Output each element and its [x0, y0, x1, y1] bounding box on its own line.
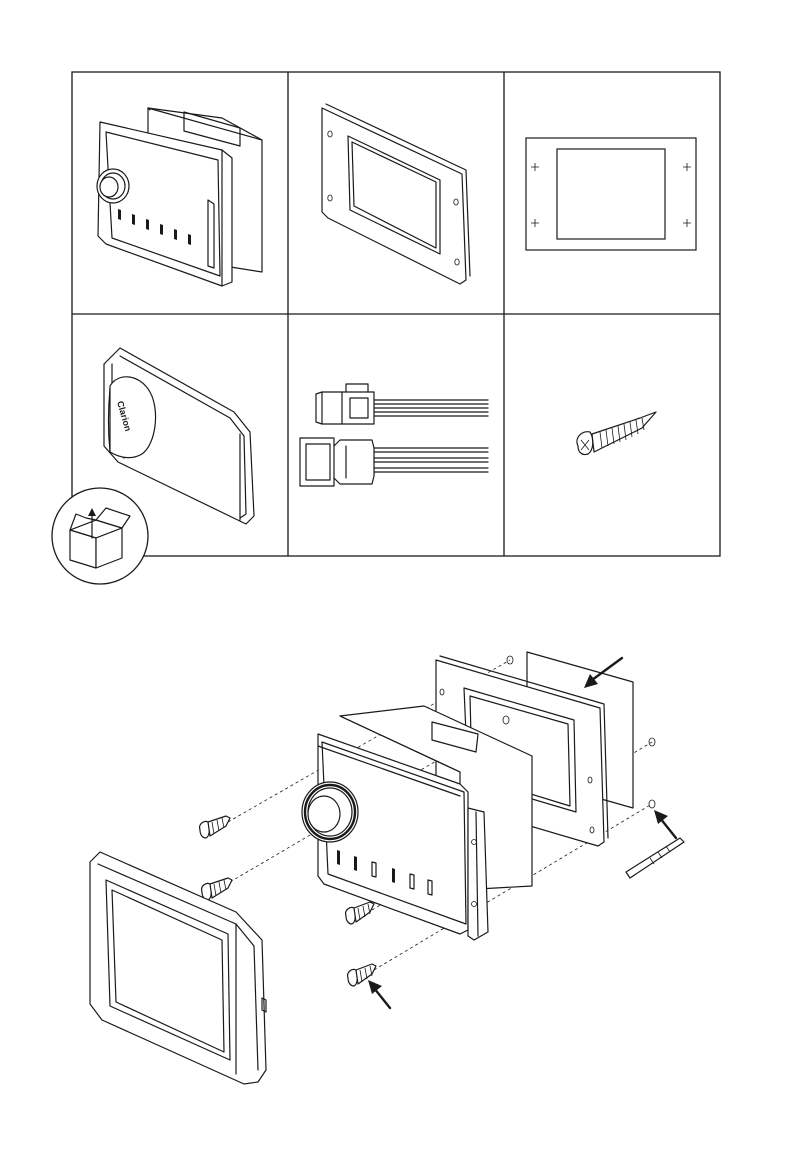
mounting-plate-icon: [322, 104, 470, 284]
arrow-icon: [654, 810, 676, 838]
unbox-icon: [52, 488, 148, 584]
assembly-screw: [346, 902, 374, 924]
assembly-screw: [200, 816, 230, 838]
exploded-assembly-icon: [90, 652, 684, 1084]
arrow-icon: [368, 980, 390, 1008]
drill-bit-icon: [626, 838, 684, 878]
stereo-unit-icon: [97, 108, 262, 286]
assembly-stereo-unit: [302, 706, 532, 940]
mounting-screw-icon: [577, 412, 656, 455]
cutout-template-icon: [526, 138, 696, 250]
front-trim-bezel: [90, 852, 266, 1084]
assembly-screw: [202, 878, 232, 900]
wiring-connectors-icon: [300, 384, 488, 486]
drill-hole: [649, 800, 655, 808]
